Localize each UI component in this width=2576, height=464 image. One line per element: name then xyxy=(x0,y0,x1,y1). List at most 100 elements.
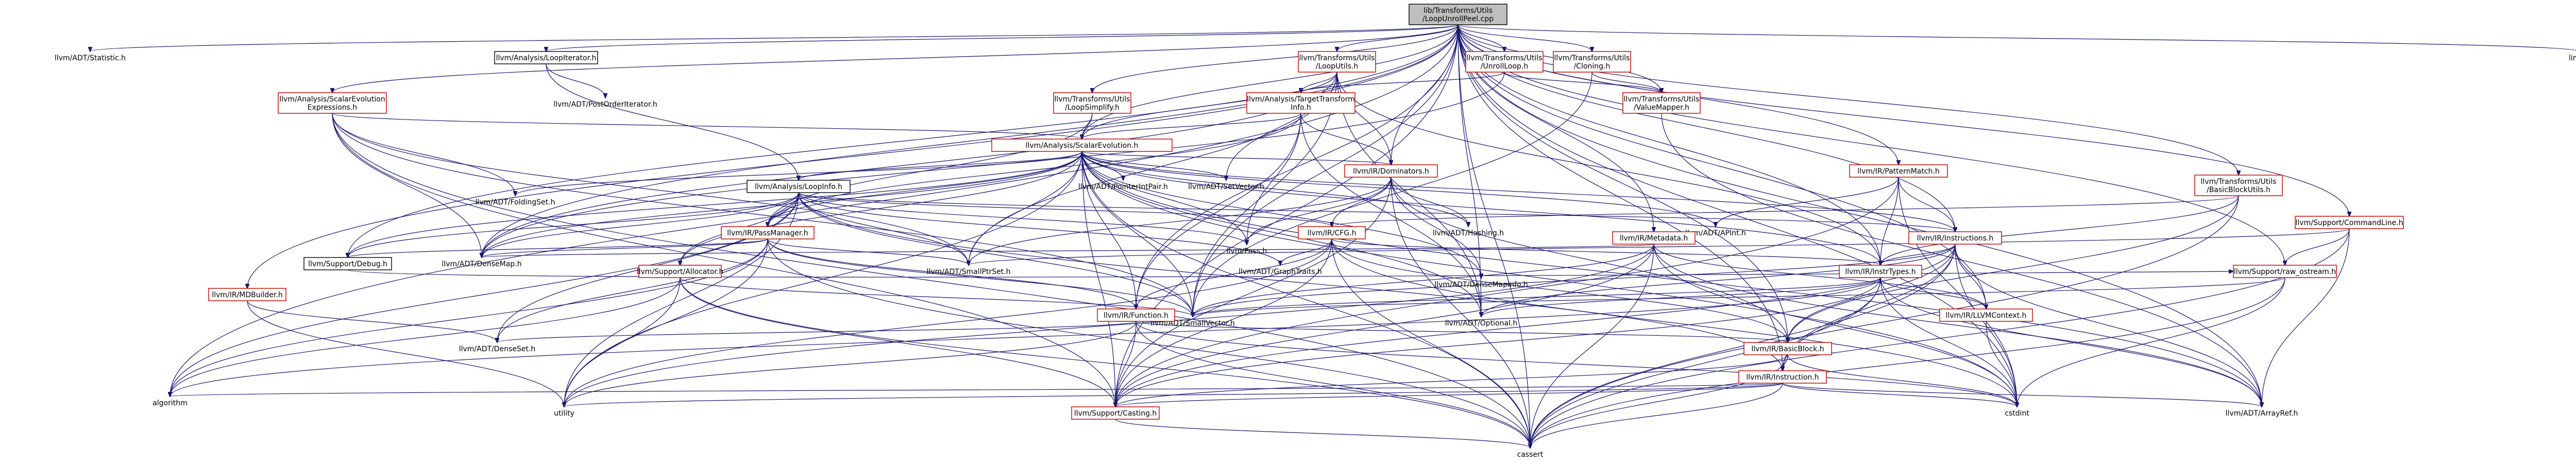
edge-loopiter-to-loopinfo xyxy=(546,63,799,180)
edge-insttypes-to-smallvector xyxy=(1193,277,1881,317)
node-casting-box xyxy=(1071,406,1160,420)
node-graphtraits-label-0: llvm/ADT/GraphTraits.h xyxy=(1239,268,1322,276)
edge-patmatch-to-insttypes xyxy=(1880,177,1899,265)
node-foldset: llvm/ADT/FoldingSet.h xyxy=(476,198,555,207)
node-smallptrset: llvm/ADT/SmallPtrSet.h xyxy=(927,268,1011,276)
edge-rawostream-to-cstdint xyxy=(2017,277,2285,407)
edge-root-to-function xyxy=(1136,24,1459,309)
edge-instructions-to-optional xyxy=(1481,244,1956,317)
node-basicblock-label-0: llvm/IR/BasicBlock.h xyxy=(1751,345,1824,353)
edge-casting-to-cassert xyxy=(1115,419,1530,448)
node-tcloning-box xyxy=(1553,51,1631,73)
node-instruction[interactable]: llvm/IR/Instruction.h xyxy=(1738,370,1827,384)
edge-dominators-to-casting xyxy=(1115,177,1392,407)
node-root-box xyxy=(1409,4,1507,25)
node-loopinfo[interactable]: llvm/Analysis/LoopInfo.h xyxy=(747,180,851,193)
node-tsimplify[interactable]: llvm/Transforms/Utils/LoopSimplify.h xyxy=(1053,92,1131,114)
edge-scevexp-to-densemap xyxy=(332,113,482,257)
node-tvaluemap-label-0: llvm/Transforms/Utils xyxy=(1624,95,1700,104)
edge-root-to-arrayref xyxy=(1458,24,2262,407)
node-algorithm-label-0: algorithm xyxy=(152,399,188,407)
node-function[interactable]: llvm/IR/Function.h xyxy=(1097,308,1175,322)
edge-cfg-to-utility xyxy=(564,238,1332,407)
edge-scev-to-hashing xyxy=(1081,151,1468,227)
node-loopiter-label-0: llvm/Analysis/LoopIterator.h xyxy=(496,54,597,62)
graph-edges xyxy=(90,24,2576,448)
node-optional: llvm/ADT/Optional.h xyxy=(1445,319,1518,328)
edge-loopinfo-to-graphtraits xyxy=(798,192,1280,265)
node-insttypes[interactable]: llvm/IR/InstrTypes.h xyxy=(1839,265,1922,278)
edge-instructions-to-llvmctx xyxy=(1955,244,1986,309)
node-rawostream-box xyxy=(2233,265,2337,278)
node-debug[interactable]: llvm/Support/Debug.h xyxy=(303,257,392,270)
node-dominators[interactable]: llvm/IR/Dominators.h xyxy=(1344,164,1438,178)
node-algorithm: algorithm xyxy=(152,399,188,407)
edge-dominators-to-cfg xyxy=(1332,177,1392,227)
edge-instruction-to-algorithm xyxy=(170,383,1783,397)
edge-loopinfo-to-instruction xyxy=(798,192,1783,371)
edge-root-to-tbbutils xyxy=(1458,24,2239,175)
node-casting[interactable]: llvm/Support/Casting.h xyxy=(1071,406,1160,420)
edge-basicblock-to-casting xyxy=(1115,354,1788,407)
node-insttypes-box xyxy=(1839,265,1922,278)
edge-passmgr-to-debug xyxy=(348,238,768,257)
node-root[interactable]: lib/Transforms/Utils/LoopUnrollPeel.cpp xyxy=(1409,4,1507,25)
node-loopiter[interactable]: llvm/Analysis/LoopIterator.h xyxy=(494,51,598,64)
node-apint: llvm/ADT/APInt.h xyxy=(1685,229,1746,237)
node-casting-label-0: llvm/Support/Casting.h xyxy=(1074,409,1157,418)
node-cmdline[interactable]: llvm/Support/CommandLine.h xyxy=(2295,216,2404,229)
node-llvmctx[interactable]: llvm/IR/LLVMContext.h xyxy=(1939,308,2033,322)
node-arrayref: llvm/ADT/ArrayRef.h xyxy=(2226,409,2298,418)
node-debug-label-0: llvm/Support/Debug.h xyxy=(308,260,387,268)
node-basicblock[interactable]: llvm/IR/BasicBlock.h xyxy=(1743,342,1832,355)
node-foldset-label-0: llvm/ADT/FoldingSet.h xyxy=(476,198,555,207)
node-tbbutils[interactable]: llvm/Transforms/Utils/BasicBlockUtils.h xyxy=(2194,175,2283,196)
node-cfg[interactable]: llvm/IR/CFG.h xyxy=(1298,226,1366,239)
edge-tti-to-function xyxy=(1136,113,1301,309)
node-function-label-0: llvm/IR/Function.h xyxy=(1104,312,1168,320)
node-utility-label-0: utility xyxy=(554,409,574,418)
node-passmgr-box xyxy=(721,226,815,239)
node-scev[interactable]: llvm/Analysis/ScalarEvolution.h xyxy=(991,139,1173,152)
node-passmgr[interactable]: llvm/IR/PassManager.h xyxy=(721,226,815,239)
node-rawostream[interactable]: llvm/Support/raw_ostream.h xyxy=(2233,265,2337,278)
edge-scev-to-debug xyxy=(348,151,1082,257)
node-root-label-0: lib/Transforms/Utils xyxy=(1423,7,1493,15)
node-cstdint-label-0: cstdint xyxy=(2005,409,2029,418)
edge-metadata-to-llvmctx xyxy=(1653,244,1986,309)
edge-function-to-utility xyxy=(564,321,1137,407)
node-tvaluemap-box xyxy=(1622,92,1701,114)
node-metadata-box xyxy=(1612,231,1696,245)
node-patmatch-label-0: llvm/IR/PatternMatch.h xyxy=(1857,167,1939,176)
edge-root-to-cstdint xyxy=(1458,24,2017,407)
node-instructions[interactable]: llvm/IR/Instructions.h xyxy=(1908,231,2002,245)
edge-allocator-to-utility xyxy=(564,277,681,407)
node-densemap: llvm/ADT/DenseMap.h xyxy=(442,260,521,268)
node-mdbuilder[interactable]: llvm/IR/MDBuilder.h xyxy=(208,288,286,301)
node-tcloning[interactable]: llvm/Transforms/Utils/Cloning.h xyxy=(1553,51,1631,73)
node-densemapinfo: llvm/ADT/DenseMapInfo.h xyxy=(1434,281,1528,289)
edge-metadata-to-densemap xyxy=(482,244,1654,257)
edge-cfg-to-graphtraits xyxy=(1280,238,1332,265)
node-mdbuilder-label-0: llvm/IR/MDBuilder.h xyxy=(212,291,282,299)
node-scevexp[interactable]: llvm/Analysis/ScalarEvolutionExpressions… xyxy=(278,92,387,114)
node-patmatch-box xyxy=(1849,164,1948,178)
node-tloop[interactable]: llvm/Transforms/Utils/LoopUtils.h xyxy=(1298,51,1376,73)
node-tsimplify-label-1: /LoopSimplify.h xyxy=(1065,104,1120,112)
node-allocator[interactable]: llvm/Support/Allocator.h xyxy=(637,265,724,278)
edge-insttypes-to-cstdint xyxy=(1880,277,2017,407)
node-tvaluemap[interactable]: llvm/Transforms/Utils/ValueMapper.h xyxy=(1622,92,1701,114)
node-tunroll[interactable]: llvm/Transforms/Utils/UnrollLoop.h xyxy=(1465,51,1544,73)
node-cstdint: cstdint xyxy=(2005,409,2029,418)
node-metadata[interactable]: llvm/IR/Metadata.h xyxy=(1612,231,1696,245)
edge-tloop-to-scev xyxy=(1082,72,1337,139)
edge-tti-to-dominators xyxy=(1300,113,1391,165)
graph-nodes: lib/Transforms/Utils/LoopUnrollPeel.cppl… xyxy=(55,4,2576,459)
edge-rawostream-to-cassert xyxy=(1530,277,2285,448)
node-patmatch[interactable]: llvm/IR/PatternMatch.h xyxy=(1849,164,1948,178)
node-optional-label-0: llvm/ADT/Optional.h xyxy=(1445,319,1518,328)
node-tbbutils-label-0: llvm/Transforms/Utils xyxy=(2201,178,2277,186)
edge-root-to-dominators xyxy=(1391,24,1459,165)
edge-root-to-basicblock xyxy=(1458,24,1788,342)
